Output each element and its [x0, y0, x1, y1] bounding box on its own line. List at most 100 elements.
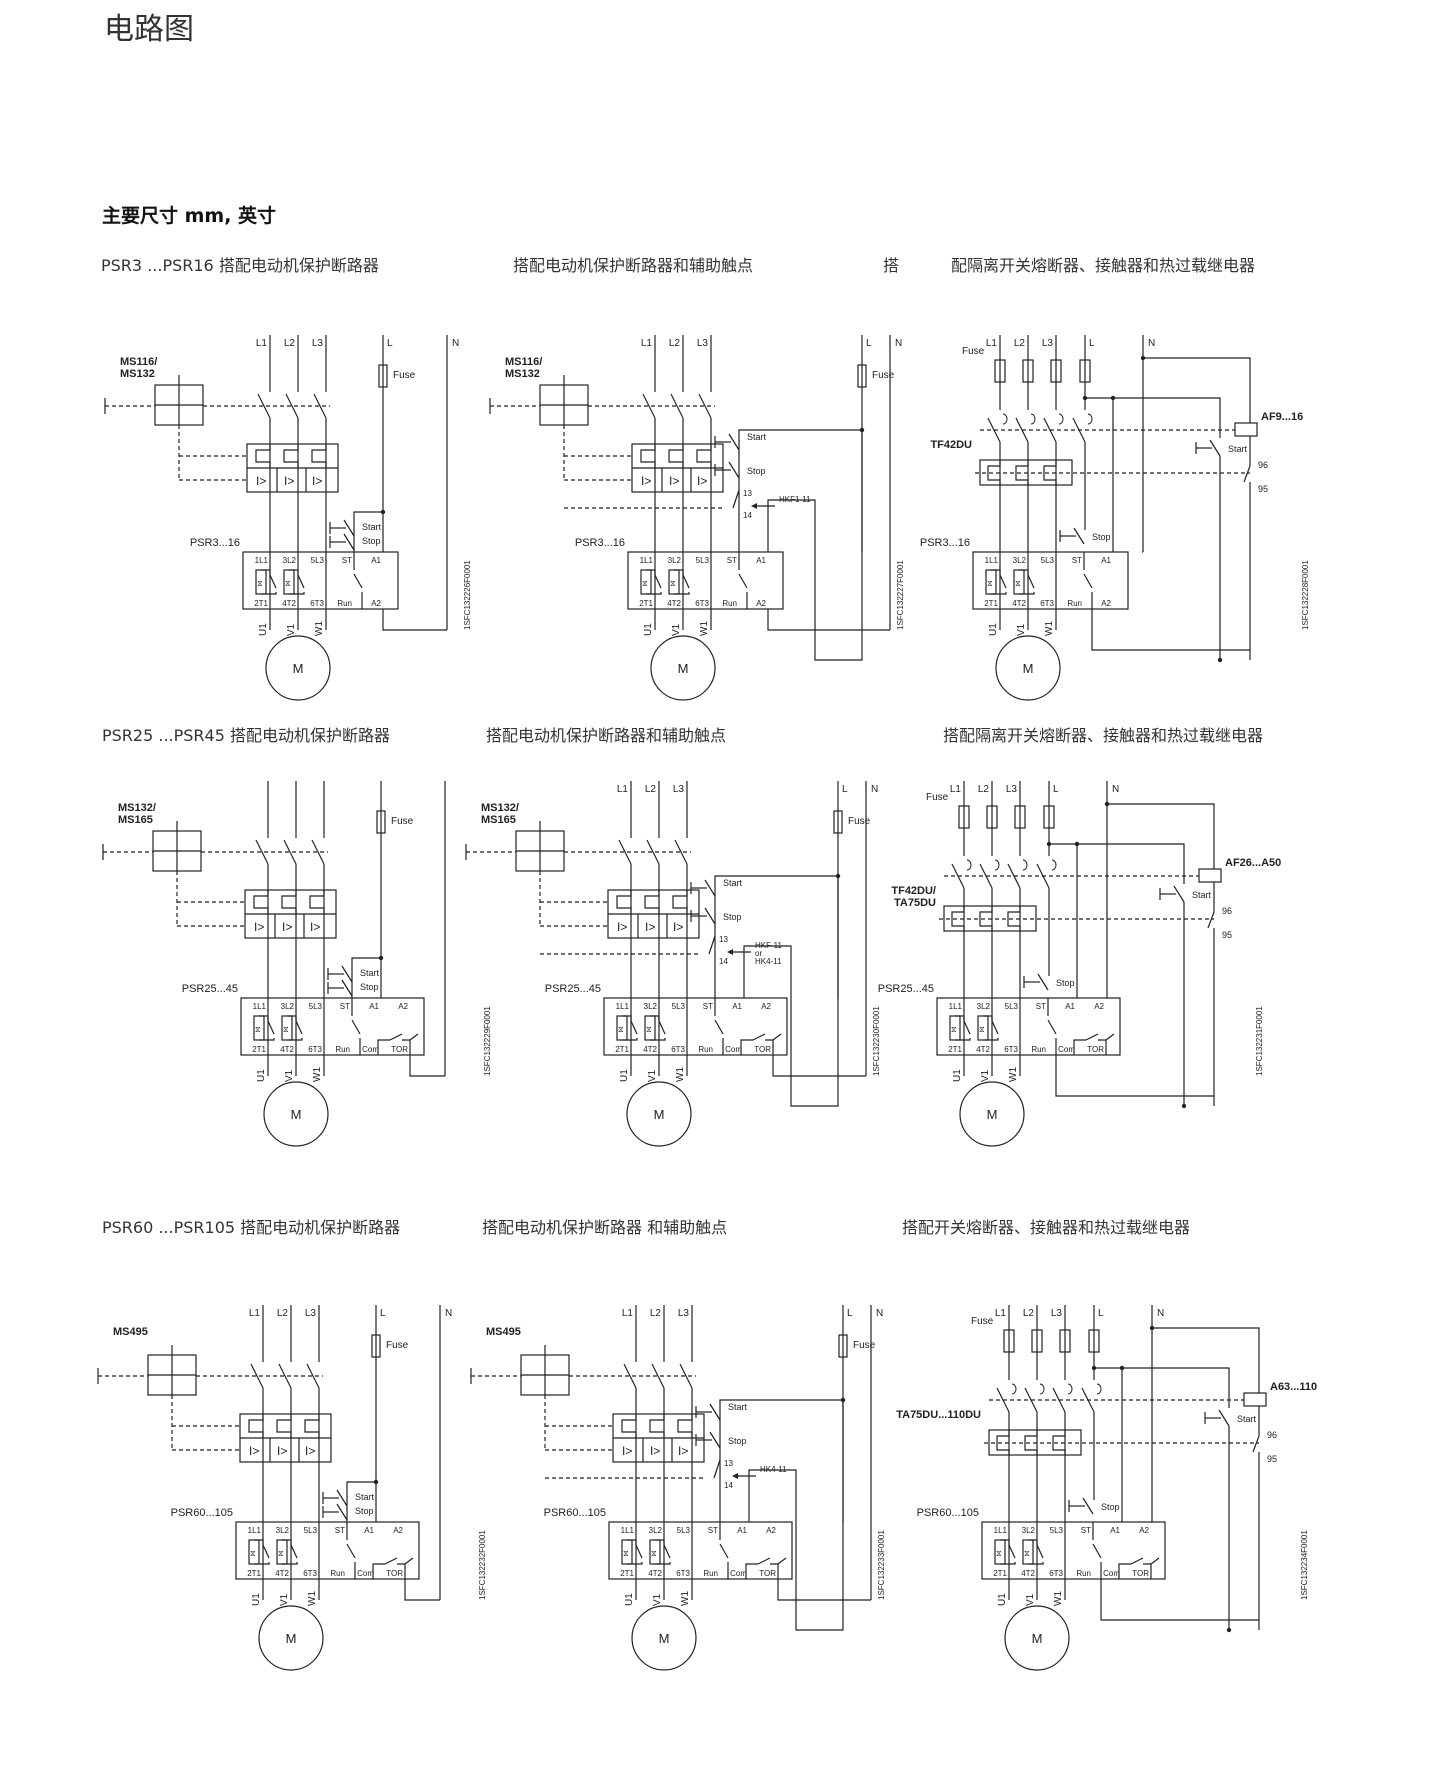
- com-contact: [1085, 1033, 1099, 1041]
- thermal-trip: [276, 1414, 292, 1438]
- thermal-trip: [672, 890, 688, 914]
- neutral-label: N: [895, 338, 902, 349]
- thermal-trip: [640, 444, 656, 468]
- terminal-label: 3L2: [644, 1002, 658, 1011]
- softstarter-box: [240, 997, 425, 1056]
- terminal-label: TOR: [754, 1045, 771, 1054]
- tor-contact: [1150, 1557, 1160, 1565]
- phase-label: L3: [1051, 1308, 1063, 1319]
- terminal-label: 1L1: [248, 1526, 262, 1535]
- phase-label: L1: [249, 1308, 261, 1319]
- wire: [646, 569, 656, 575]
- terminal-label: 2T1: [615, 1045, 629, 1054]
- phase-label: L3: [312, 338, 324, 349]
- wire: [1085, 397, 1221, 438]
- magnetic-trip-symbol: I>: [312, 474, 322, 488]
- thermal-trip: [304, 1414, 320, 1438]
- thyristor-symbol: ⧖: [250, 1549, 256, 1558]
- wire: [955, 1015, 965, 1021]
- terminal-label: 3L2: [1022, 1526, 1036, 1535]
- com-contact: [384, 1557, 398, 1565]
- terminal-label: 6T3: [671, 1045, 685, 1054]
- contact-number: 14: [719, 957, 728, 966]
- fuse-label: Fuse: [872, 370, 895, 381]
- terminal-label: 4T2: [280, 1045, 294, 1054]
- thermal-trip: [255, 444, 271, 468]
- thyristor-symbol: ⧖: [951, 1025, 957, 1034]
- start-label: Start: [1237, 1414, 1257, 1424]
- terminal-label: ST: [335, 1526, 345, 1535]
- tor-contact: [772, 1033, 782, 1041]
- terminal-label: ST: [1036, 1002, 1046, 1011]
- motor-terminal-label: W1: [1053, 1591, 1064, 1606]
- terminal-label: A2: [393, 1526, 403, 1535]
- tor-contact: [777, 1557, 787, 1565]
- bypass-contact: [999, 574, 1007, 589]
- softstarter-box: [603, 997, 788, 1056]
- wire: [261, 592, 277, 595]
- stop-label: Stop: [1056, 978, 1075, 988]
- terminal-label: 1L1: [616, 1002, 630, 1011]
- magnetic-trip-symbol: I>: [697, 474, 707, 488]
- magnetic-trip-symbol: I>: [305, 1444, 315, 1458]
- button-contact: [1209, 439, 1221, 457]
- motor-label: M: [1032, 1631, 1043, 1646]
- fuse: [833, 810, 843, 834]
- switch-contact: [311, 839, 325, 865]
- disconnector-hook: [1067, 1383, 1073, 1395]
- tor-contact: [1105, 1033, 1115, 1041]
- wire: [740, 1039, 753, 1055]
- terminal-label: A2: [756, 599, 766, 608]
- terminal-label: 1L1: [255, 556, 269, 565]
- thermal-trip: [621, 1414, 637, 1438]
- drawing-code: 1SFC132227F0001: [896, 560, 905, 630]
- terminal-label: 5L3: [672, 1002, 686, 1011]
- thermal-trip: [696, 444, 712, 468]
- terminal-label: TOR: [759, 1569, 776, 1578]
- switch-contact: [698, 393, 712, 419]
- disconnector-hook: [1002, 413, 1008, 425]
- button-contact: [1037, 973, 1049, 991]
- stop-label: Stop: [723, 912, 742, 922]
- terminal-label: A1: [371, 556, 381, 565]
- thermal-trip: [616, 890, 632, 914]
- bypass-contact: [269, 574, 277, 589]
- button-contact: [1218, 1409, 1230, 1427]
- contact-number: 96: [1258, 460, 1268, 470]
- caption-psr3-fuse-a: 搭: [883, 256, 900, 275]
- neutral-label: N: [1148, 338, 1155, 349]
- wire: [622, 1015, 632, 1021]
- phase-label: L1: [641, 338, 653, 349]
- terminal-label: 6T3: [676, 1569, 690, 1578]
- terminal-label: 5L3: [1050, 1526, 1064, 1535]
- a2-wire: [409, 1055, 445, 1077]
- terminal-label: 2T1: [993, 1569, 1007, 1578]
- wire: [353, 511, 383, 552]
- wire: [1143, 357, 1251, 423]
- line-label: L: [847, 1308, 853, 1319]
- thyristor-symbol: ⧖: [285, 579, 291, 588]
- terminal-label: 4T2: [648, 1569, 662, 1578]
- thyristor-symbol: ⧖: [1024, 1549, 1030, 1558]
- neutral-label: N: [871, 784, 878, 795]
- nc-contact-96-95: [1243, 465, 1251, 483]
- terminal-label: 3L2: [649, 1526, 663, 1535]
- thermal-trip: [283, 444, 299, 468]
- motor-label: M: [678, 661, 689, 676]
- terminal-label: 1L1: [621, 1526, 635, 1535]
- overload-relay: [943, 905, 1037, 932]
- fuse: [378, 364, 388, 388]
- motor-symbol: [258, 1605, 324, 1671]
- device-label: PSR3...16: [190, 537, 240, 549]
- softstarter-box: [627, 551, 784, 610]
- wire: [1073, 1039, 1086, 1055]
- device-label: PSR60...105: [171, 1507, 233, 1519]
- fuse: [1014, 805, 1026, 829]
- fuse: [1050, 359, 1062, 383]
- bypass-contact: [635, 1544, 643, 1559]
- disconnector-hook: [1058, 413, 1064, 425]
- terminal-label: 6T3: [1040, 599, 1054, 608]
- terminal-label: A1: [369, 1002, 379, 1011]
